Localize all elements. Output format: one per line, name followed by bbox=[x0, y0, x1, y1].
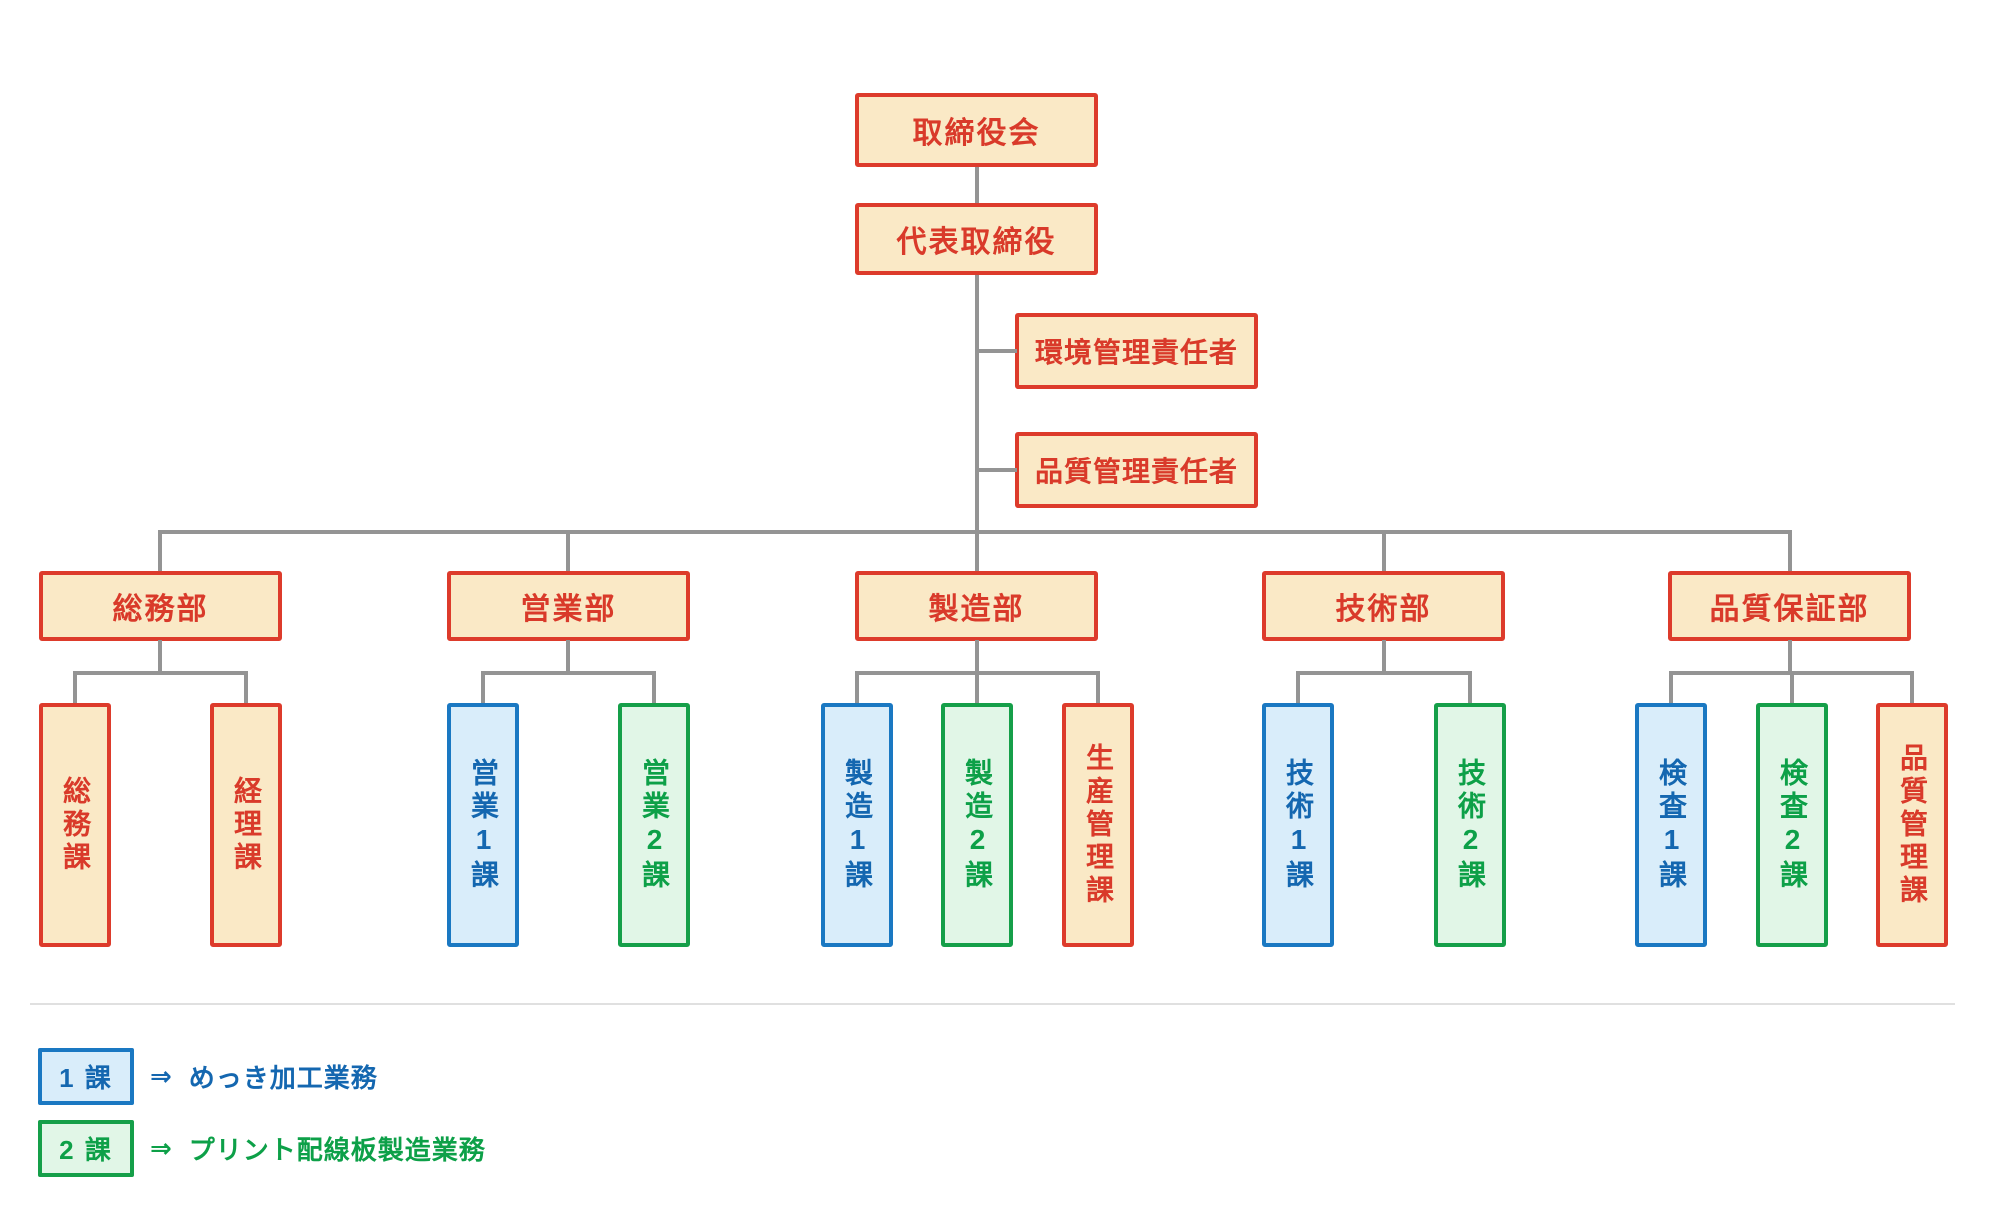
connector-dept1-child0 bbox=[481, 673, 485, 703]
connector-stub-dept-4 bbox=[1788, 532, 1792, 571]
connector-dept2-down bbox=[975, 640, 979, 673]
connector-qc-branch bbox=[977, 468, 1017, 472]
connector-dept2-child0 bbox=[855, 673, 859, 703]
connector-dept0-child1 bbox=[244, 673, 248, 703]
connector-main-bus bbox=[158, 530, 1792, 534]
connector-dept0-down bbox=[158, 640, 162, 673]
connector-dept1-bus bbox=[481, 671, 656, 675]
double-arrow-icon: ⇒ bbox=[150, 1061, 173, 1091]
dept-box-general-affairs: 総務部 bbox=[39, 571, 282, 641]
connector-president-trunk bbox=[975, 275, 979, 571]
double-arrow-icon: ⇒ bbox=[150, 1133, 173, 1163]
section-box-gijutsu-1ka: 技術1課 bbox=[1262, 703, 1334, 947]
dept-box-engineering: 技術部 bbox=[1262, 571, 1505, 641]
connector-env-branch bbox=[977, 349, 1017, 353]
dept-box-sales: 営業部 bbox=[447, 571, 690, 641]
org-node-president: 代表取締役 bbox=[855, 203, 1098, 275]
org-node-board: 取締役会 bbox=[855, 93, 1098, 167]
connector-dept3-down bbox=[1382, 640, 1386, 673]
connector-stub-dept-3 bbox=[1382, 532, 1386, 571]
section-box-kensa-2ka: 検査2課 bbox=[1756, 703, 1828, 947]
connector-dept3-bus bbox=[1296, 671, 1472, 675]
legend-desc-2ka: プリント配線板製造業務 bbox=[188, 1135, 486, 1165]
connector-dept0-bus bbox=[73, 671, 248, 675]
legend-desc-1ka: めっき加工業務 bbox=[188, 1063, 378, 1093]
section-box-gijutsu-2ka: 技術2課 bbox=[1434, 703, 1506, 947]
section-box-kensa-1ka: 検査1課 bbox=[1635, 703, 1707, 947]
section-box-seizou-1ka: 製造1課 bbox=[821, 703, 893, 947]
connector-dept2-child2 bbox=[1096, 673, 1100, 703]
connector-dept4-down bbox=[1788, 640, 1792, 673]
connector-stub-dept-1 bbox=[566, 532, 570, 571]
section-box-seizou-2ka: 製造2課 bbox=[941, 703, 1013, 947]
connector-dept2-child1 bbox=[975, 673, 979, 703]
org-node-env-officer: 環境管理責任者 bbox=[1015, 313, 1258, 389]
dept-box-manufacturing: 製造部 bbox=[855, 571, 1098, 641]
legend-row-1ka: 1 課 ⇒ めっき加工業務 bbox=[38, 1048, 378, 1105]
connector-dept4-child1 bbox=[1790, 673, 1794, 703]
divider-line bbox=[30, 1003, 1955, 1005]
connector-dept0-child0 bbox=[73, 673, 77, 703]
connector-dept3-child1 bbox=[1468, 673, 1472, 703]
dept-box-quality-assurance: 品質保証部 bbox=[1668, 571, 1911, 641]
connector-dept4-child2 bbox=[1910, 673, 1914, 703]
connector-stub-dept-0 bbox=[158, 532, 162, 571]
section-box-seisan-kanri-ka: 生産管理課 bbox=[1062, 703, 1134, 947]
org-node-qc-officer: 品質管理責任者 bbox=[1015, 432, 1258, 508]
connector-dept1-down bbox=[566, 640, 570, 673]
section-box-eigyou-2ka: 営業2課 bbox=[618, 703, 690, 947]
section-box-keiri-ka: 経理課 bbox=[210, 703, 282, 947]
connector-dept1-child1 bbox=[652, 673, 656, 703]
section-box-eigyou-1ka: 営業1課 bbox=[447, 703, 519, 947]
legend-swatch-1ka: 1 課 bbox=[38, 1048, 134, 1105]
legend-row-2ka: 2 課 ⇒ プリント配線板製造業務 bbox=[38, 1120, 486, 1177]
section-box-soumu-ka: 総務課 bbox=[39, 703, 111, 947]
connector-board-president bbox=[975, 167, 979, 203]
legend-swatch-2ka: 2 課 bbox=[38, 1120, 134, 1177]
connector-dept3-child0 bbox=[1296, 673, 1300, 703]
connector-dept4-child0 bbox=[1669, 673, 1673, 703]
section-box-hinshitsu-kanri-ka: 品質管理課 bbox=[1876, 703, 1948, 947]
